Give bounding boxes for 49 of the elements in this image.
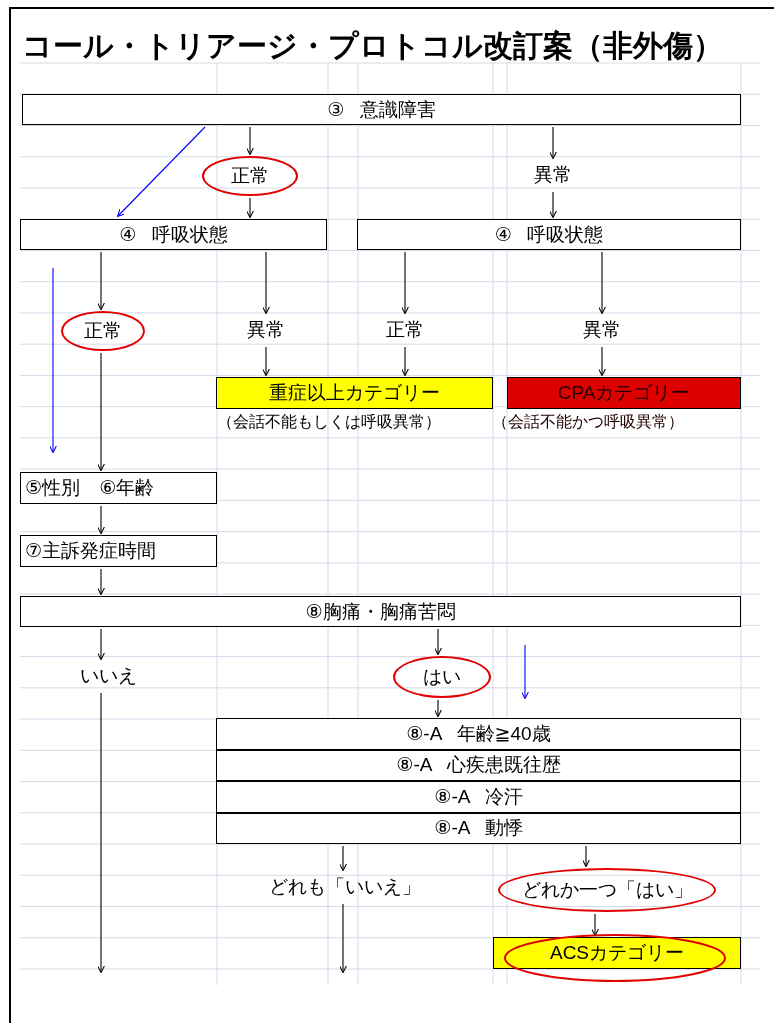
process-box: ⑧-A 心疾患既往歴 (216, 749, 741, 781)
circled-label: 正常 (61, 311, 145, 351)
arrow (549, 191, 558, 219)
process-box: ⑧胸痛・胸痛苦悶 (20, 596, 741, 627)
arrow (591, 913, 600, 937)
arrow (97, 352, 106, 472)
arrow (401, 346, 410, 377)
arrow (582, 845, 591, 868)
category-box: ACSカテゴリー (493, 937, 741, 969)
process-box: ⑧-A 冷汗 (216, 781, 741, 813)
arrow (97, 568, 106, 596)
arrow (246, 197, 255, 219)
arrow (598, 251, 607, 315)
pointer-arrow (117, 126, 206, 218)
note-text: （会話不能もしくは呼吸異常） (217, 412, 441, 432)
branch-label: 異常 (236, 315, 296, 345)
arrow (339, 845, 348, 872)
note-text: （会話不能かつ呼吸異常） (492, 412, 684, 432)
arrow (97, 692, 106, 974)
arrow (262, 251, 270, 315)
arrow (97, 628, 106, 661)
arrow (339, 903, 348, 974)
process-box: ⑧-A 年齢≧40歳 (216, 718, 741, 750)
circled-label: 正常 (202, 156, 298, 196)
circled-label: どれか一つ「はい」 (498, 868, 716, 912)
branch-label: いいえ (68, 661, 148, 691)
branch-label: 異常 (572, 315, 632, 345)
process-box: ③ 意識障害 (22, 94, 741, 125)
pointer-arrow (49, 267, 58, 454)
pointer-arrow (521, 644, 530, 700)
branch-label: どれも「いいえ」 (262, 872, 427, 902)
arrow (434, 628, 443, 656)
arrow (246, 126, 255, 156)
arrow (434, 699, 443, 718)
process-box: ⑤性別 ⑥年齢 (20, 472, 217, 504)
circled-label: はい (393, 656, 491, 698)
arrow (549, 126, 558, 160)
arrow (401, 251, 410, 315)
arrow (97, 505, 106, 535)
arrow (598, 346, 607, 377)
branch-label: 正常 (375, 315, 435, 345)
process-box: ⑧-A 動悸 (216, 812, 741, 844)
title: コール・トリアージ・プロトコル改訂案（非外傷） (22, 28, 723, 64)
arrow (97, 251, 106, 311)
process-box: ④ 呼吸状態 (20, 219, 327, 250)
branch-label: 異常 (523, 160, 583, 190)
process-box: ④ 呼吸状態 (357, 219, 741, 250)
arrow (262, 346, 270, 377)
process-box: ⑦主訴発症時間 (20, 535, 217, 567)
